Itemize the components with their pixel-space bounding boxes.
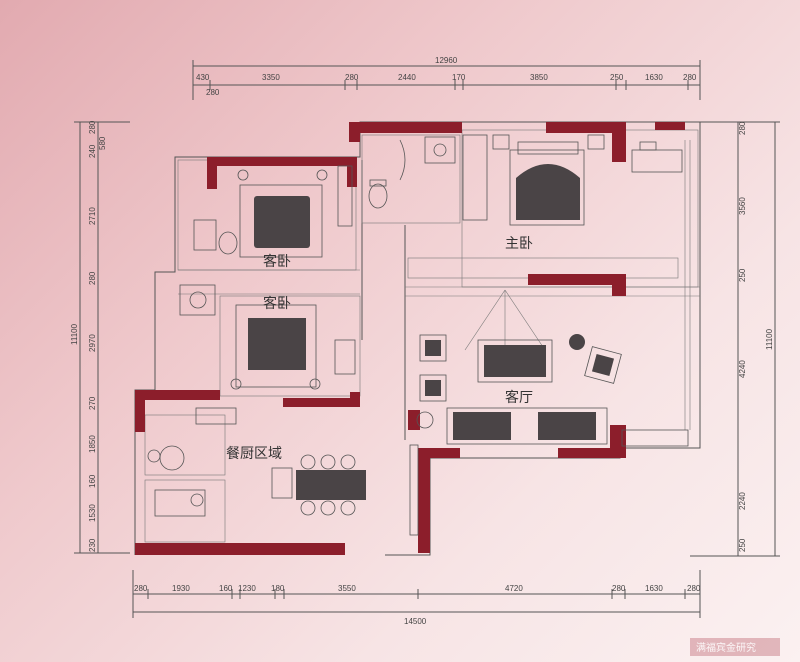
top-dimensions: 12960 430 3350 280 2440 170 3850 250 163… — [192, 56, 701, 100]
watermark-text: 满福宾金研究 — [696, 641, 756, 654]
top-dim-9: 280 — [683, 73, 697, 82]
bottom-dim-3: 160 — [219, 584, 233, 593]
bottom-total-dimension: 14500 — [404, 617, 427, 626]
room-label-kitchen-dining: 餐厨区域 — [226, 446, 282, 462]
master-bedroom-furniture — [492, 134, 683, 226]
room-label-master-bedroom: 主卧 — [505, 236, 533, 252]
top-dim-8: 1630 — [645, 73, 663, 82]
room-label-guest-bedroom-2: 客卧 — [263, 295, 291, 312]
bottom-dim-1: 280 — [134, 584, 148, 593]
left-dim-10: 1530 — [88, 504, 97, 522]
top-sub-dim: 280 — [206, 88, 220, 97]
bathroom-fixtures — [368, 134, 488, 221]
right-dim-6: 250 — [738, 538, 747, 552]
right-dim-2: 3560 — [738, 197, 747, 215]
left-dim-11: 230 — [88, 538, 97, 552]
watermark-background — [690, 638, 780, 656]
right-dim-3: 250 — [738, 268, 747, 282]
left-dim-8: 1850 — [88, 435, 97, 453]
bottom-dim-7: 4720 — [505, 584, 523, 593]
left-dim-7: 270 — [88, 396, 97, 410]
top-total-dimension: 12960 — [435, 56, 458, 65]
left-dim-3: 240 — [88, 144, 97, 158]
top-dim-6: 3850 — [530, 73, 548, 82]
guest-bedroom-1-furniture — [193, 165, 353, 258]
left-dimensions: 11100 280 240 2710 280 2970 270 1850 160… — [70, 120, 130, 554]
dining-kitchen-furniture — [147, 407, 419, 536]
interior-walls — [134, 121, 701, 556]
guest-bedroom-2-furniture — [179, 284, 356, 390]
top-dim-3: 280 — [345, 73, 359, 82]
bottom-dim-5: 180 — [271, 584, 285, 593]
right-total-dimension: 11100 — [765, 328, 774, 350]
top-dim-4: 2440 — [398, 73, 416, 82]
bottom-dim-10: 280 — [687, 584, 701, 593]
left-dim-5: 280 — [88, 271, 97, 285]
left-dim-6: 2970 — [88, 334, 97, 352]
bottom-dimensions: 280 1930 160 1230 180 3550 4720 280 1630… — [132, 570, 701, 626]
left-dim-9: 160 — [88, 474, 97, 488]
left-dim-1: 280 — [88, 120, 97, 134]
bottom-dim-6: 3550 — [338, 584, 356, 593]
top-dim-5: 170 — [452, 73, 466, 82]
room-label-living-room: 客厅 — [505, 389, 533, 406]
left-total-dimension: 11100 — [70, 323, 79, 345]
living-room-furniture — [416, 289, 689, 447]
right-dim-5: 2240 — [738, 492, 747, 510]
top-dim-7: 250 — [610, 73, 624, 82]
bottom-dim-4: 1230 — [238, 584, 256, 593]
structural-walls — [135, 122, 685, 555]
right-dim-4: 4240 — [738, 360, 747, 378]
top-dim-1: 430 — [196, 73, 210, 82]
left-dim-2: 580 — [98, 136, 107, 150]
right-dim-1: 280 — [738, 121, 747, 135]
right-dimensions: 280 3560 250 4240 2240 250 11100 — [690, 121, 780, 557]
top-dim-2: 3350 — [262, 73, 280, 82]
left-dim-4: 2710 — [88, 207, 97, 225]
room-label-guest-bedroom-1: 客卧 — [263, 253, 291, 270]
bottom-dim-8: 280 — [612, 584, 626, 593]
bottom-dim-9: 1630 — [645, 584, 663, 593]
bottom-dim-2: 1930 — [172, 584, 190, 593]
